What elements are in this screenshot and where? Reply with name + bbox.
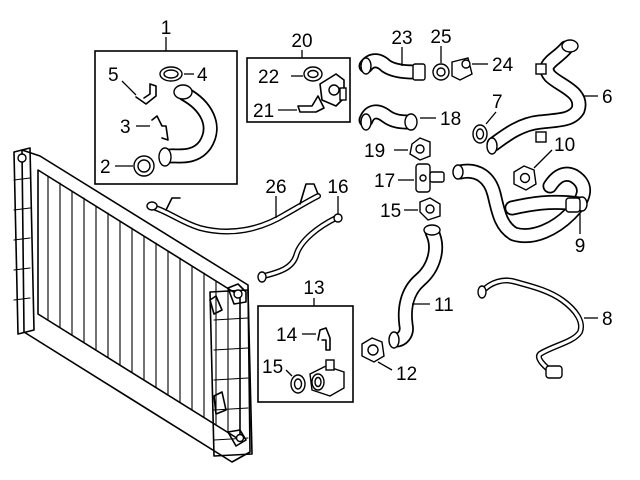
callout-24: 24 xyxy=(492,55,514,76)
callout-8: 8 xyxy=(602,309,613,330)
clamp-19 xyxy=(409,137,431,161)
connector-part xyxy=(309,359,345,397)
radiator xyxy=(13,147,253,463)
part-group-20: 20 22 21 xyxy=(246,31,351,123)
callout-23: 23 xyxy=(391,28,412,49)
callout-21: 21 xyxy=(253,101,274,122)
callout-3: 3 xyxy=(120,117,131,138)
sensor-part xyxy=(319,73,347,107)
clamp-12 xyxy=(361,337,385,363)
hose-11 xyxy=(388,224,443,349)
pipe-26 xyxy=(146,183,321,235)
tee-17 xyxy=(415,163,445,193)
clip-5 xyxy=(135,83,157,105)
fitting-24 xyxy=(451,57,473,81)
group-13-box xyxy=(257,305,354,403)
callout-16: 16 xyxy=(327,177,348,198)
callout-15-top: 15 xyxy=(380,201,401,222)
clip-3 xyxy=(151,115,169,141)
callout-26: 26 xyxy=(265,177,286,198)
callout-1: 1 xyxy=(161,18,172,39)
hose-1 xyxy=(158,84,218,167)
hose-23 xyxy=(358,53,426,81)
clamp-10 xyxy=(513,165,537,191)
clip-14 xyxy=(317,327,331,351)
part-group-1: 1 4 5 3 2 xyxy=(94,18,238,185)
callout-6: 6 xyxy=(602,87,613,108)
clip-21 xyxy=(297,95,325,113)
group-20-box xyxy=(246,57,351,123)
callout-25: 25 xyxy=(430,27,451,48)
callout-20: 20 xyxy=(291,31,312,52)
callout-18: 18 xyxy=(440,109,461,130)
callout-12: 12 xyxy=(396,364,417,385)
callout-10: 10 xyxy=(554,135,575,156)
callout-15-bottom: 15 xyxy=(262,357,283,378)
hose-6 xyxy=(486,39,587,155)
callout-14: 14 xyxy=(276,325,298,346)
callout-5: 5 xyxy=(108,65,119,86)
clamp-25 xyxy=(432,63,450,81)
clamp-15-top xyxy=(419,197,441,221)
callout-19: 19 xyxy=(364,141,385,162)
pipe-8 xyxy=(477,277,584,379)
callout-9: 9 xyxy=(575,236,586,257)
callout-4: 4 xyxy=(197,65,208,86)
hose-18 xyxy=(358,104,418,131)
part-group-13: 13 14 15 xyxy=(257,278,354,403)
callout-2: 2 xyxy=(100,157,111,178)
o-ring-7 xyxy=(472,124,488,144)
callout-13: 13 xyxy=(303,278,324,299)
hose-9 xyxy=(452,163,591,244)
callout-22: 22 xyxy=(258,67,279,88)
callout-7: 7 xyxy=(492,92,503,113)
callout-11: 11 xyxy=(434,295,454,316)
callout-17: 17 xyxy=(374,171,395,192)
